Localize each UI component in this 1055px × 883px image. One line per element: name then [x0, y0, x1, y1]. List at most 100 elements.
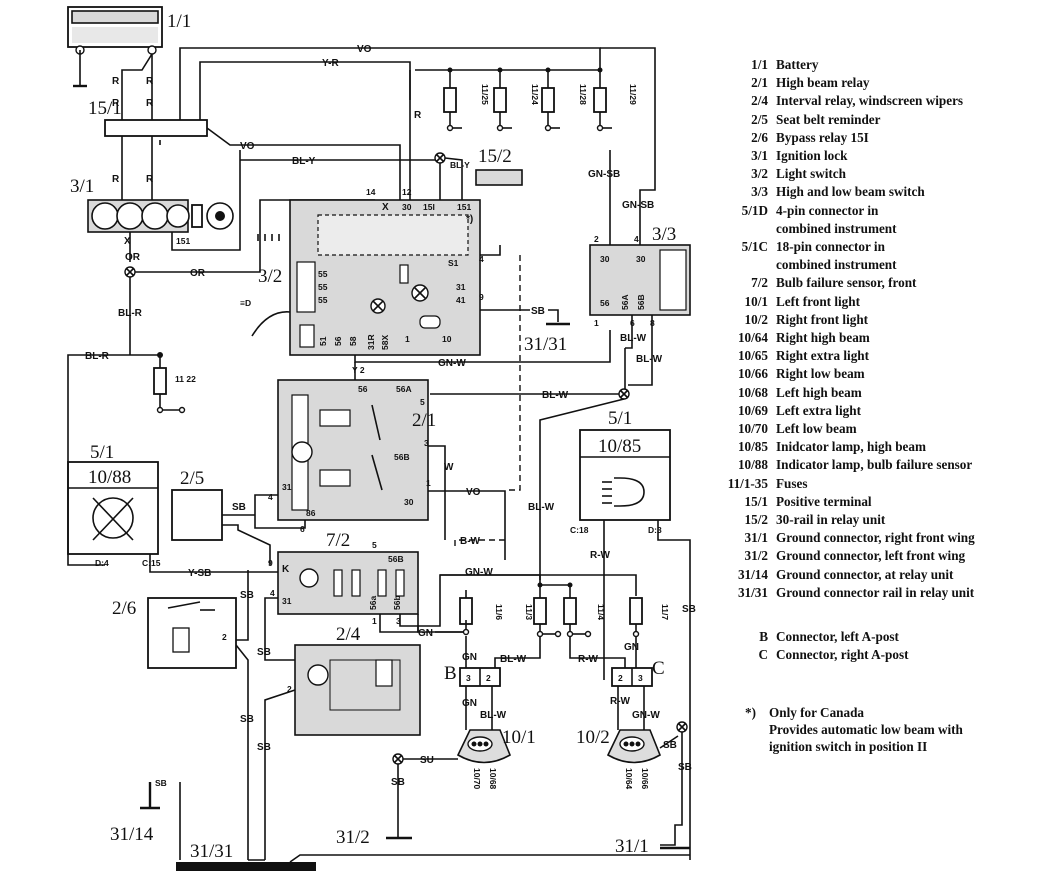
label-left-front-light: 10/1 [502, 727, 536, 748]
pin-r-6: 6 [300, 524, 305, 534]
legend-code: 2/6 [751, 129, 768, 145]
right-front-light: 10/2 10/64 10/66 [576, 727, 662, 790]
legend-description: 4-pin connector in [776, 202, 879, 218]
pin-c18: C:18 [570, 525, 589, 535]
wire-label-or1: OR [125, 252, 141, 263]
legend-description: Light switch [776, 166, 846, 182]
pin-sw-58: 58 [348, 336, 358, 346]
pin-sw-10: 10 [442, 334, 452, 344]
wire-label-sb-r2: SB [663, 740, 677, 751]
ground-31-14: SB 31/14 [110, 778, 181, 860]
legend-description: 18-pin connector in [776, 239, 885, 255]
ground-31-1: 31/1 [615, 836, 690, 857]
legend-code: 2/5 [751, 111, 768, 127]
wire-label-su: SU [420, 755, 434, 766]
pin-c15: C:15 [142, 558, 161, 568]
pin-cb-3: 3 [466, 673, 471, 683]
wire-label-bly: BL-Y [292, 156, 316, 167]
legend-description: Inidcator lamp, high beam [776, 439, 926, 455]
legend-code: 10/1 [744, 293, 768, 309]
legend-code [700, 220, 776, 238]
seat-belt-reminder: 2/5 [171, 468, 223, 541]
label-lamp-10-85: 10/85 [598, 436, 641, 457]
legend-code: 10/70 [737, 421, 768, 437]
pin-bs-56: 56 [600, 298, 610, 308]
pin-r-31: 31 [282, 482, 292, 492]
legend-description: 30-rail in relay unit [776, 512, 886, 528]
wire-label-blw3: BL-W [542, 390, 569, 401]
label-instrument-left: 5/1 [90, 442, 114, 463]
pin-cb-2: 2 [486, 673, 491, 683]
legend-description: Ground connector rail in relay unit [776, 584, 975, 600]
pin-s-4: 4 [270, 588, 275, 598]
pin-s-56b-rot: 56b [392, 595, 402, 610]
legend-code: 10/66 [737, 366, 768, 382]
pin-d4: D:4 [95, 558, 109, 568]
beam-switch: 3/3 30 30 56 56A 56B 2 4 1 6 8 [589, 224, 691, 328]
legend-code: 5/1D [741, 202, 768, 218]
wire-label-ign-r2: R [146, 174, 154, 185]
wire-label-blr1: BL-R [118, 308, 143, 319]
wire-label-gn1: GN [418, 628, 433, 639]
label-right-front-light: 10/2 [576, 727, 610, 748]
legend-description: Bypass relay 15I [776, 129, 869, 145]
rail-relay-unit: 15/2 [475, 146, 523, 186]
label-ignition-lock: 3/1 [70, 176, 94, 197]
fuse-label-11-29: 11/29 [628, 84, 638, 105]
label-seat-belt: 2/5 [180, 468, 204, 489]
connector-c: 2 3 C [611, 658, 665, 687]
wire-label-vo-relay: VO [466, 487, 481, 498]
footnote-line-3: ignition switch in position II [769, 739, 928, 754]
pin-s-3: 3 [396, 616, 401, 626]
legend-description: Positive terminal [776, 493, 872, 509]
pin-lamp-10-70: 10/70 [472, 768, 482, 790]
legend-description: combined instrument [776, 220, 897, 236]
pin-bp-2: 2 [222, 632, 227, 642]
legend-description: High and low beam switch [776, 184, 925, 200]
legend-row: 31/14 Ground connector, at relay unit [700, 566, 1050, 584]
pin-bs-56a: 56A [620, 294, 630, 310]
wire-label-sb-b: SB [257, 647, 271, 658]
pin-label-151: 151 [176, 236, 190, 246]
legend-description: Right low beam [776, 366, 865, 382]
legend-description: Ground connector, at relay unit [776, 566, 954, 582]
ignition-lock: 3/1 R R X 151 [70, 136, 234, 247]
label-bulb-failure-sensor: 7/2 [326, 530, 350, 551]
legend-row: 2/6 Bypass relay 15I [700, 129, 1050, 147]
footnote-mark: *) [745, 705, 756, 720]
legend-code: 31/31 [737, 584, 768, 600]
fuse-label-11-24: 11/24 [530, 84, 540, 105]
wire-label-sb-top: SB [531, 306, 545, 317]
pin-r-56b: 56B [394, 452, 410, 462]
legend-code: 31/14 [737, 566, 768, 582]
bypass-relay: 2/6 2 [112, 597, 237, 669]
connector-code: C [758, 647, 768, 662]
wire-label-gnw2: GN-W [465, 567, 493, 578]
pin-r-4: 4 [268, 492, 273, 502]
pin-r-1: 1 [426, 478, 431, 488]
wire-label-bly2: BL-Y [450, 160, 470, 170]
fuse-label-11-28: 11/28 [578, 84, 588, 105]
pin-bs-56b: 56B [636, 294, 646, 310]
label-lamp-10-88: 10/88 [88, 467, 131, 488]
pin-bs-2: 2 [594, 234, 599, 244]
pin-sw-31: 31 [456, 282, 466, 292]
legend-code: 15/2 [744, 512, 768, 528]
legend-code: 10/65 [737, 348, 768, 364]
label-ground-31-1: 31/1 [615, 836, 649, 857]
wire-label-gn2: GN [462, 652, 477, 663]
wire-label-gnw3: GN-W [632, 710, 660, 721]
